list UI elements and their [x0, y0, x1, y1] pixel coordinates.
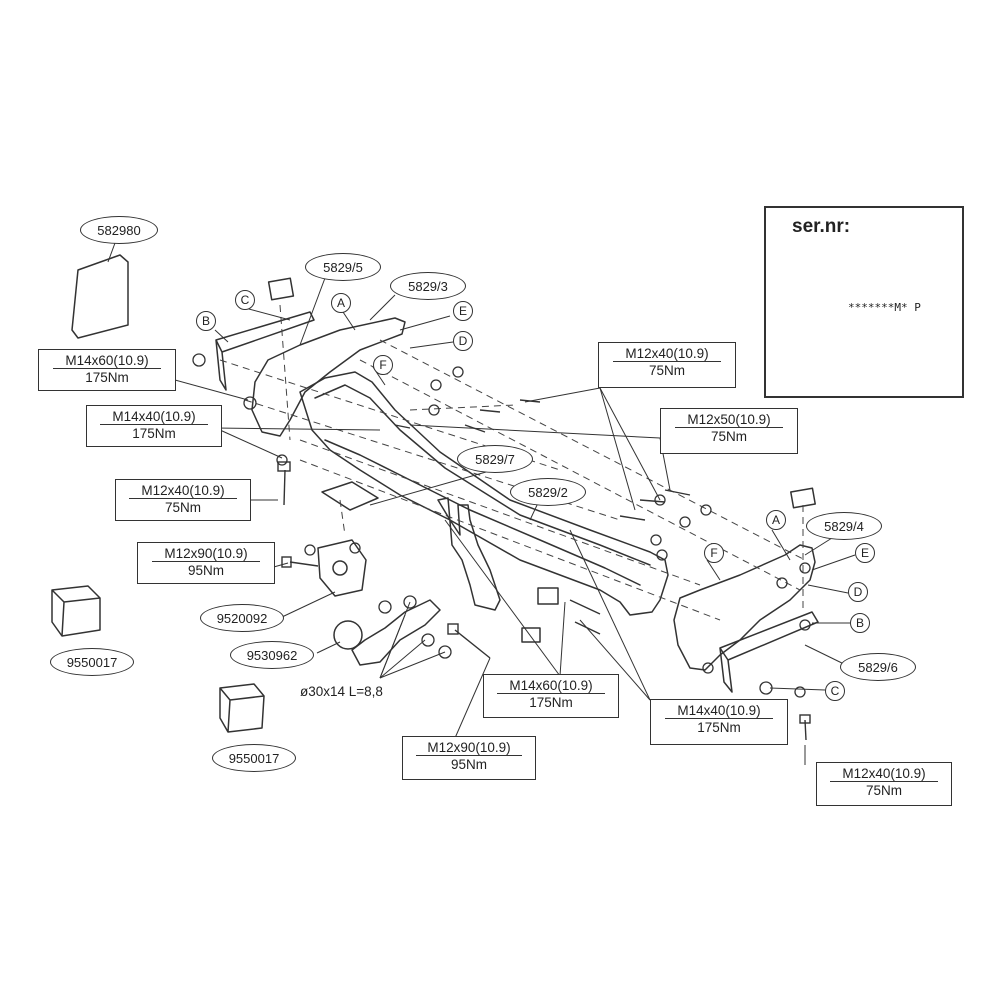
letter-e-right: E [855, 543, 875, 563]
tow-ball-neck [351, 599, 441, 666]
part-label-9550017-a: 9550017 [50, 648, 134, 676]
part-label-5829-3: 5829/3 [390, 272, 466, 300]
part-label-9530962: 9530962 [230, 641, 314, 669]
spec-m12x40-right: M12x40(10.9)75Nm [816, 762, 952, 806]
left-bracket-plate [251, 317, 406, 437]
part-label-5829-6: 5829/6 [840, 653, 916, 681]
spec-m14x40-right: M14x40(10.9)175Nm [650, 699, 788, 745]
letter-f-left: F [373, 355, 393, 375]
tow-ball [333, 620, 363, 650]
serial-tag-text: *******M* P [848, 301, 921, 314]
instruction-card [71, 254, 129, 339]
spec-m12x40-left: M12x40(10.9)75Nm [115, 479, 251, 521]
part-label-5829-7: 5829/7 [457, 445, 533, 473]
part-label-5829-4: 5829/4 [806, 512, 882, 540]
part-label-9520092: 9520092 [200, 604, 284, 632]
spec-m12x50-right: M12x50(10.9)75Nm [660, 408, 798, 454]
spec-m12x90-left: M12x90(10.9)95Nm [137, 542, 275, 584]
socket-plate-9520092 [317, 539, 367, 597]
letter-d-right: D [848, 582, 868, 602]
letter-b-right: B [850, 613, 870, 633]
left-strap-b [215, 311, 315, 391]
spec-m12x40-top: M12x40(10.9)75Nm [598, 342, 736, 388]
part-label-9550017-b: 9550017 [212, 744, 296, 772]
spec-m14x40-left: M14x40(10.9)175Nm [86, 405, 222, 447]
serial-tag-letter: P [914, 301, 921, 314]
letter-b-left: B [196, 311, 216, 331]
electric-box-1 [51, 585, 101, 637]
main-beam-inner-line [314, 384, 651, 566]
spec-m12x90-bottom: M12x90(10.9)95Nm [402, 736, 536, 780]
letter-e-left: E [453, 301, 473, 321]
letter-f-right: F [704, 543, 724, 563]
serial-number-label: ser.nr: [792, 216, 851, 237]
right-bracket-plate [673, 544, 816, 671]
letter-c-right: C [825, 681, 845, 701]
right-strap-b [719, 611, 819, 693]
letter-a-left: A [331, 293, 351, 313]
part-label-5829-2: 5829/2 [510, 478, 586, 506]
letter-a-right: A [766, 510, 786, 530]
letter-d-left: D [453, 331, 473, 351]
electric-box-2 [219, 683, 265, 733]
part-label-582980: 582980 [80, 216, 158, 244]
serial-number-panel: ser.nr: [764, 206, 964, 398]
spec-m14x60-left: M14x60(10.9)175Nm [38, 349, 176, 391]
part-label-5829-5: 5829/5 [305, 253, 381, 281]
main-cross-beam [299, 371, 669, 616]
center-hanger-bracket [437, 497, 501, 611]
main-beam-lower-line [324, 439, 641, 586]
letter-c-left: C [235, 290, 255, 310]
spec-m14x60-center: M14x60(10.9)175Nm [483, 674, 619, 718]
pin-spec-label: ø30x14 L=8,8 [300, 684, 383, 699]
